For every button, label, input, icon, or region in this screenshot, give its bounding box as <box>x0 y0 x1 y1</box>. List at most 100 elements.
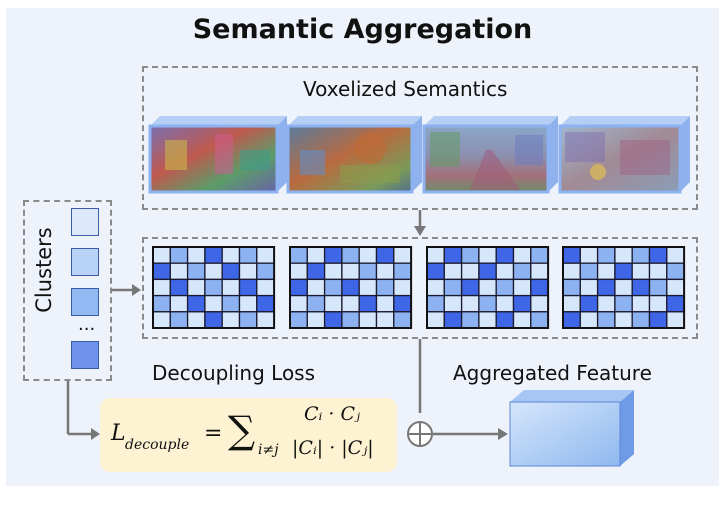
grid-cell <box>306 246 326 264</box>
grid-cell <box>666 278 685 297</box>
grid-cell <box>256 294 275 313</box>
grid-cell <box>221 311 241 329</box>
grid-cell <box>186 262 206 281</box>
clusters-ellipsis: ... <box>78 314 96 335</box>
grid-cell <box>375 294 395 313</box>
grid-cell <box>204 278 223 297</box>
grid-cell <box>375 278 395 297</box>
cluster-swatch <box>71 208 99 236</box>
grid-cell <box>238 262 258 281</box>
grid-cell <box>596 246 616 264</box>
grid-cell <box>238 246 258 264</box>
grid-cell <box>579 311 599 329</box>
grid-cell <box>169 246 189 264</box>
grid-cell <box>648 311 668 329</box>
grid-cell <box>306 262 326 281</box>
figure-title: Semantic Aggregation <box>192 14 533 45</box>
cluster-swatch <box>71 341 99 369</box>
grid-cell <box>530 262 549 281</box>
grid-cell <box>478 262 497 281</box>
grid-cell <box>460 278 480 297</box>
connector-arrows <box>66 210 500 447</box>
grid-cell <box>562 311 581 329</box>
grid-cell <box>495 246 515 264</box>
grid-cell <box>289 246 308 264</box>
grid-cell <box>341 311 360 329</box>
voxel-block-4 <box>558 116 690 194</box>
semantic-grid <box>152 246 276 329</box>
grid-cell <box>341 246 360 264</box>
grid-cell <box>375 262 395 281</box>
grid-cell <box>460 311 480 329</box>
grid-cell <box>443 262 463 281</box>
arrow-heads <box>91 226 508 440</box>
grid-cell <box>393 311 412 329</box>
grid-cell <box>152 262 171 281</box>
voxel-block-1 <box>148 116 287 194</box>
grid-cell <box>495 311 515 329</box>
grid-cell <box>530 278 549 297</box>
grid-cell <box>256 311 275 329</box>
grid-cell <box>256 262 275 281</box>
formula-equals: = <box>204 421 223 446</box>
grid-cell <box>478 278 497 297</box>
grid-cell <box>495 294 515 313</box>
grid-cell <box>648 278 668 297</box>
grid-cell <box>306 294 326 313</box>
grid-cell <box>186 294 206 313</box>
cluster-swatch <box>71 288 99 316</box>
grid-cell <box>289 278 308 297</box>
grid-cell <box>169 311 189 329</box>
grid-cell <box>666 311 685 329</box>
grid-cell <box>478 294 497 313</box>
decoupling-loss-label: Decoupling Loss <box>152 361 316 385</box>
semantic-grid <box>289 246 413 329</box>
grid-cell <box>614 278 633 297</box>
formula-numerator: Cᵢ · Cⱼ <box>304 403 361 425</box>
grid-cell <box>358 278 378 297</box>
grid-cell <box>512 311 532 329</box>
formula-denominator: |Cᵢ| · |Cⱼ| <box>292 437 374 459</box>
grid-cell <box>152 311 171 329</box>
grid-cell <box>596 294 616 313</box>
grid-cell <box>648 246 668 264</box>
grid-cell <box>512 278 532 297</box>
grid-cell <box>631 262 651 281</box>
grid-cell <box>443 294 463 313</box>
grid-cell <box>512 294 532 313</box>
grid-cell <box>221 262 241 281</box>
grid-cell <box>204 311 223 329</box>
grid-cell <box>323 278 343 297</box>
grid-cell <box>579 278 599 297</box>
grid-cell <box>393 294 412 313</box>
formula-sum-subscript: i≠j <box>258 442 279 458</box>
grid-cell <box>238 278 258 297</box>
grid-cell <box>323 262 343 281</box>
grid-cell <box>614 246 633 264</box>
grid-cell <box>186 246 206 264</box>
decoupling-loss-formula <box>100 398 397 472</box>
grid-cell <box>579 262 599 281</box>
grid-cell <box>460 262 480 281</box>
grid-cell <box>495 262 515 281</box>
grid-cell <box>393 246 412 264</box>
grid-cell <box>358 246 378 264</box>
grid-border <box>562 246 686 329</box>
grid-cell <box>393 262 412 281</box>
grid-cell <box>186 278 206 297</box>
grid-cell <box>426 311 445 329</box>
grid-cell <box>426 246 445 264</box>
grid-cell <box>631 311 651 329</box>
grid-cell <box>478 311 497 329</box>
grid-cell <box>512 262 532 281</box>
grid-cell <box>631 294 651 313</box>
grid-cell <box>666 246 685 264</box>
grid-cell <box>426 262 445 281</box>
voxelized-semantics-label: Voxelized Semantics <box>303 77 508 101</box>
grid-cell <box>341 262 360 281</box>
voxelized-semantics-box <box>142 66 698 210</box>
grid-cell <box>221 278 241 297</box>
grid-cell <box>460 246 480 264</box>
grid-cell <box>443 278 463 297</box>
